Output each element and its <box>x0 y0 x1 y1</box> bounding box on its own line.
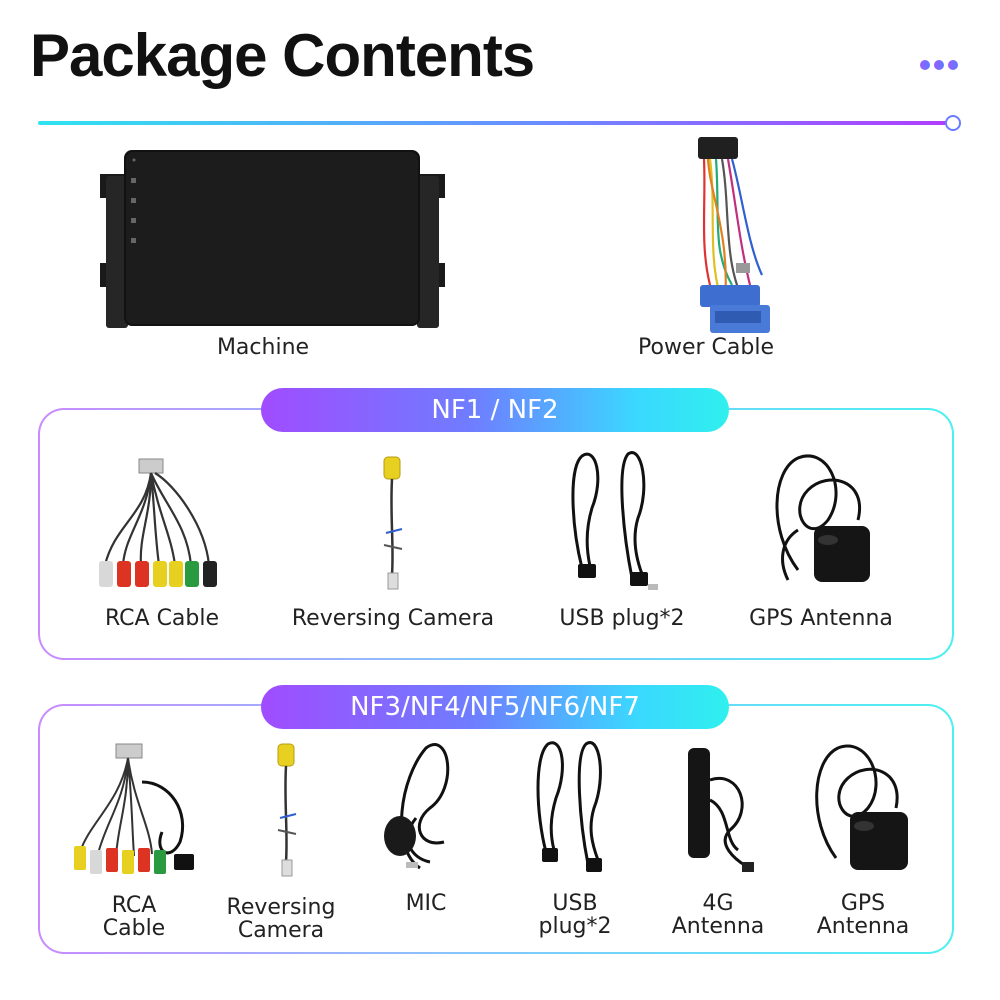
section-nf1-nf2-pill: NF1 / NF2 <box>261 388 729 432</box>
usb-cable-icon <box>530 738 620 880</box>
reversing-camera-label-2: Reversing Camera <box>211 896 351 942</box>
reversing-camera-line1: Reversing <box>226 895 336 920</box>
gps-antenna-line1: GPS <box>840 891 886 916</box>
4g-antenna-label: 4G Antenna <box>664 892 772 938</box>
4g-antenna-line1: 4G <box>702 891 734 916</box>
4g-antenna-icon <box>680 740 760 880</box>
mic-line1: MIC <box>405 891 447 916</box>
camera-cable-icon <box>368 455 418 595</box>
gps-antenna-icon <box>768 450 880 595</box>
usb-plug-label-2: USB plug*2 <box>525 892 625 938</box>
rca-cable-line2: Cable <box>102 916 166 942</box>
rca-cable-label-2: RCA Cable <box>84 894 184 940</box>
wire-harness-icon <box>680 135 780 340</box>
more-dots-icon <box>920 60 964 72</box>
rca-cable-line1: RCA <box>111 893 157 918</box>
reversing-camera-label: Reversing Camera <box>291 606 495 631</box>
usb-cable-icon <box>562 448 672 596</box>
page-title: Package Contents <box>30 22 535 89</box>
microphone-icon <box>380 738 460 876</box>
usb-plug-line2: plug*2 <box>538 914 612 940</box>
rca-cable-icon <box>70 742 200 882</box>
machine-label: Machine <box>216 335 310 360</box>
mic-label: MIC <box>376 892 476 915</box>
header-divider <box>38 121 950 125</box>
car-stereo-icon <box>100 148 445 330</box>
gps-antenna-label: GPS Antenna <box>749 606 893 631</box>
gps-antenna-label-2: GPS Antenna <box>808 892 918 938</box>
rca-cable-icon <box>95 455 225 595</box>
usb-plug-line1: USB <box>552 891 598 916</box>
usb-plug-label: USB plug*2 <box>559 606 685 631</box>
power-cable-label: Power Cable <box>638 335 774 360</box>
section-nf3-nf7-pill: NF3/NF4/NF5/NF6/NF7 <box>261 685 729 729</box>
camera-cable-icon <box>262 742 312 882</box>
divider-end-circle-icon <box>945 115 961 131</box>
section-nf3-nf7 <box>38 704 954 954</box>
gps-antenna-line2: Antenna <box>816 914 910 940</box>
section-nf1-nf2 <box>38 408 954 660</box>
4g-antenna-line2: Antenna <box>671 914 765 940</box>
reversing-camera-line2: Camera <box>237 918 325 944</box>
gps-antenna-icon <box>808 742 916 880</box>
rca-cable-label: RCA Cable <box>104 606 220 631</box>
